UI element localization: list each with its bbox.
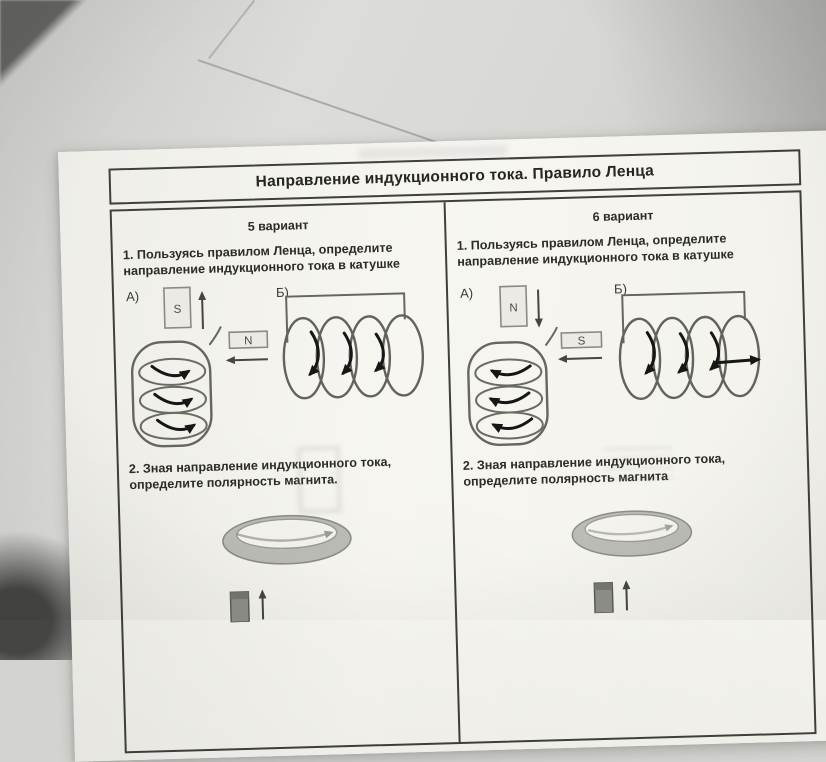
unknown-magnet-top-face	[230, 592, 249, 600]
hand-drawn-current-arrow	[489, 364, 532, 380]
magnet-motion-arrow-up	[258, 589, 267, 620]
variant5-ring-diagram	[222, 515, 352, 566]
magnet-b-pole-label: S	[577, 336, 585, 348]
variant5-unknown-magnet	[229, 589, 267, 624]
coil-a-loop	[475, 411, 544, 440]
hand-drawn-current-arrow	[308, 330, 320, 377]
solenoid-loop	[282, 317, 326, 400]
solenoid-wire-frame	[285, 292, 406, 343]
bar-magnet-b	[560, 331, 603, 350]
variant6-unknown-magnet	[593, 580, 631, 615]
coil-a-loop	[475, 385, 544, 414]
solenoid-loop	[348, 315, 392, 398]
hand-drawn-current-arrow	[374, 332, 386, 373]
solenoid-wire-frame	[621, 291, 746, 344]
bar-magnet-b	[228, 330, 269, 350]
variant6-cell: 6 вариант 1. Пользуясь правилом Ленца, о…	[446, 192, 815, 742]
coil-a-outline	[130, 340, 213, 448]
variant5-task2-text: 2. Зная направление индукционного тока, …	[128, 455, 392, 493]
magnet-b-motion-arrow-left	[557, 355, 602, 364]
conducting-ring-hole	[584, 514, 679, 543]
worksheet-sheet: Направление индукционного тока. Правило …	[108, 149, 817, 754]
hand-drawn-current-arrow-horizontal	[716, 355, 762, 366]
label-a: А)	[126, 289, 139, 304]
variant5-heading: 5 вариант	[247, 218, 309, 234]
hand-drawn-current-arrow	[644, 331, 656, 376]
label-a: А)	[460, 286, 473, 301]
ring-current-arrow	[587, 524, 674, 536]
hand-drawn-current-arrow	[488, 391, 531, 408]
magnet-a-motion-arrow-down	[534, 289, 543, 328]
magnet-a-pole-label: S	[173, 304, 181, 316]
hand-drawn-current-arrow	[153, 393, 194, 409]
variant5-task1-diagram: А) S Б) N	[126, 285, 425, 448]
coil-a-loop	[474, 358, 543, 387]
solenoid-loop	[381, 314, 425, 397]
magnet-a-motion-arrow-up	[198, 291, 207, 330]
coil-a-outline	[467, 341, 549, 447]
coil-a-lead-wire	[208, 326, 222, 346]
solenoid-loop	[717, 315, 761, 398]
magnet-b-motion-arrow-left	[225, 356, 268, 365]
magnet-motion-arrow-up	[622, 580, 631, 611]
solenoid-loop	[618, 317, 662, 401]
variant6-ring-diagram	[571, 510, 693, 558]
hand-drawn-current-arrow	[491, 417, 534, 434]
desk-shadow-top-left	[0, 0, 95, 95]
hand-drawn-current-arrow	[341, 331, 353, 376]
ring-current-arrow	[236, 531, 334, 543]
label-b: Б)	[614, 281, 627, 296]
bar-magnet-a	[163, 286, 192, 330]
variant5-task1-text: 1. Пользуясь правилом Ленца, определите …	[122, 240, 401, 279]
variant5-cell: 5 вариант 1. Пользуясь правилом Ленца, о…	[111, 202, 461, 752]
hand-drawn-current-arrow	[150, 365, 191, 381]
magnet-a-pole-label: N	[509, 302, 518, 314]
magnet-b-pole-label: N	[244, 335, 253, 347]
coil-a-loop	[139, 412, 208, 441]
coil-a-lead-wire	[544, 326, 558, 347]
variant6-task1-diagram: А) N Б) S	[460, 281, 762, 447]
variant6-task2-text: 2. Зная направление индукционного тока, …	[462, 451, 726, 490]
unknown-magnet-top-face	[594, 583, 613, 591]
variants-table: 5 вариант 1. Пользуясь правилом Ленца, о…	[109, 190, 817, 754]
variant6-heading: 6 вариант	[592, 208, 654, 225]
hand-drawn-current-arrow	[677, 332, 689, 374]
hand-drawn-current-arrow	[709, 331, 721, 372]
coil-a-loop	[138, 358, 207, 387]
worksheet-paper: Направление индукционного тока. Правило …	[58, 128, 826, 762]
variant6-task1-text: 1. Пользуясь правилом Ленца, определите …	[456, 231, 735, 270]
coil-a-loop	[138, 386, 207, 415]
hand-drawn-current-arrow	[156, 419, 197, 435]
bar-magnet-a	[499, 285, 528, 328]
solenoid-loop	[684, 316, 728, 399]
